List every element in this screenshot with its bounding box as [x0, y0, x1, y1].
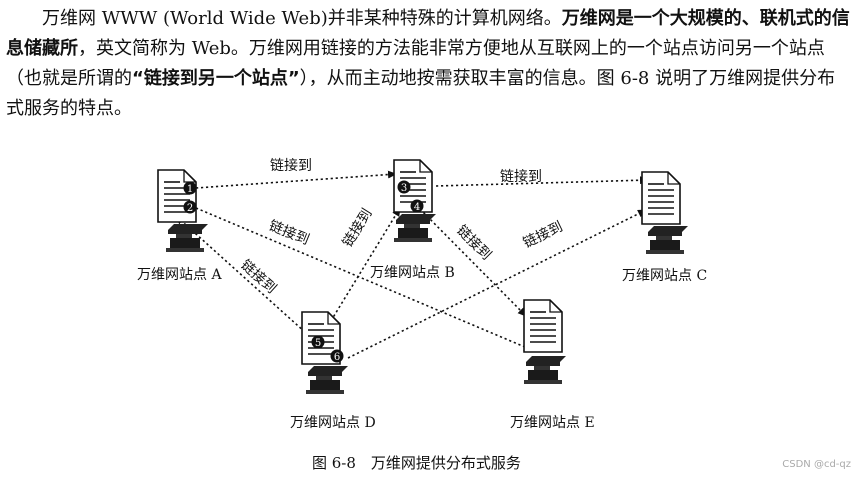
link-label-a-e: 链接到: [267, 217, 312, 248]
svg-text:3: 3: [401, 183, 407, 194]
link-b-to-e: [419, 208, 527, 317]
link-a-to-b: [195, 170, 397, 189]
paragraph-bold-2: “链接到另一个站点”: [132, 68, 300, 89]
site-label-c: 万维网站点 C: [622, 268, 707, 284]
paragraph-bold-1: 万维网是一个大规模的、联机式的信息储藏所: [6, 8, 850, 59]
computer-icon-b: [394, 214, 436, 242]
svg-text:5: 5: [315, 338, 321, 349]
document-icon-c: [641, 171, 681, 225]
intro-paragraph: 万维网 WWW (World Wide Web)并非某种特殊的计算机网络。万维网…: [6, 4, 852, 124]
link-a-to-e: [195, 207, 533, 351]
computer-icon-e: [524, 356, 566, 384]
link-b-to-c: [435, 176, 649, 187]
marker-5: 5: [311, 335, 325, 349]
site-label-d: 万维网站点 D: [290, 415, 376, 431]
svg-text:6: 6: [334, 352, 340, 363]
document-icon-a: [157, 169, 197, 223]
computer-icon-d: [306, 366, 348, 394]
svg-text:1: 1: [187, 184, 193, 195]
marker-2: 2: [183, 200, 197, 214]
marker-4: 4: [410, 199, 424, 213]
paragraph-text-3: ），从而主动地按需获取丰富的信息。图 6-8 说明了万维网提供分布式服务的特点。: [6, 68, 836, 119]
marker-3: 3: [397, 180, 411, 194]
figure-caption: 图 6-8 万维网提供分布式服务: [312, 454, 521, 472]
link-label-b-c: 链接到: [500, 168, 542, 185]
watermark: CSDN @cd-qz: [782, 459, 851, 470]
link-label-b-e: 链接到: [453, 222, 495, 264]
link-d-to-a: [175, 215, 317, 343]
marker-6: 6: [330, 349, 344, 363]
site-label-a: 万维网站点 A: [137, 267, 222, 283]
marker-1: 1: [183, 181, 197, 195]
document-icon-e: [523, 299, 563, 353]
site-label-e: 万维网站点 E: [510, 415, 595, 431]
paragraph-text-2: ，英文简称为 Web。万维网用链接的方法能非常方便地从互联网上的一个站点访问另一…: [6, 38, 825, 89]
site-label-b: 万维网站点 B: [370, 265, 455, 281]
link-label-d-c: 链接到: [520, 218, 565, 252]
computer-icon-c: [646, 226, 688, 254]
link-d-to-c: [347, 209, 647, 359]
svg-text:2: 2: [187, 203, 193, 214]
link-label-d-b: 链接到: [339, 205, 376, 250]
computer-icon-a: [166, 224, 208, 252]
svg-text:4: 4: [414, 202, 420, 213]
link-label-a-b: 链接到: [270, 157, 312, 174]
paragraph-text-1: 万维网 WWW (World Wide Web)并非某种特殊的计算机网络。: [42, 8, 562, 29]
link-lines: [175, 170, 649, 359]
